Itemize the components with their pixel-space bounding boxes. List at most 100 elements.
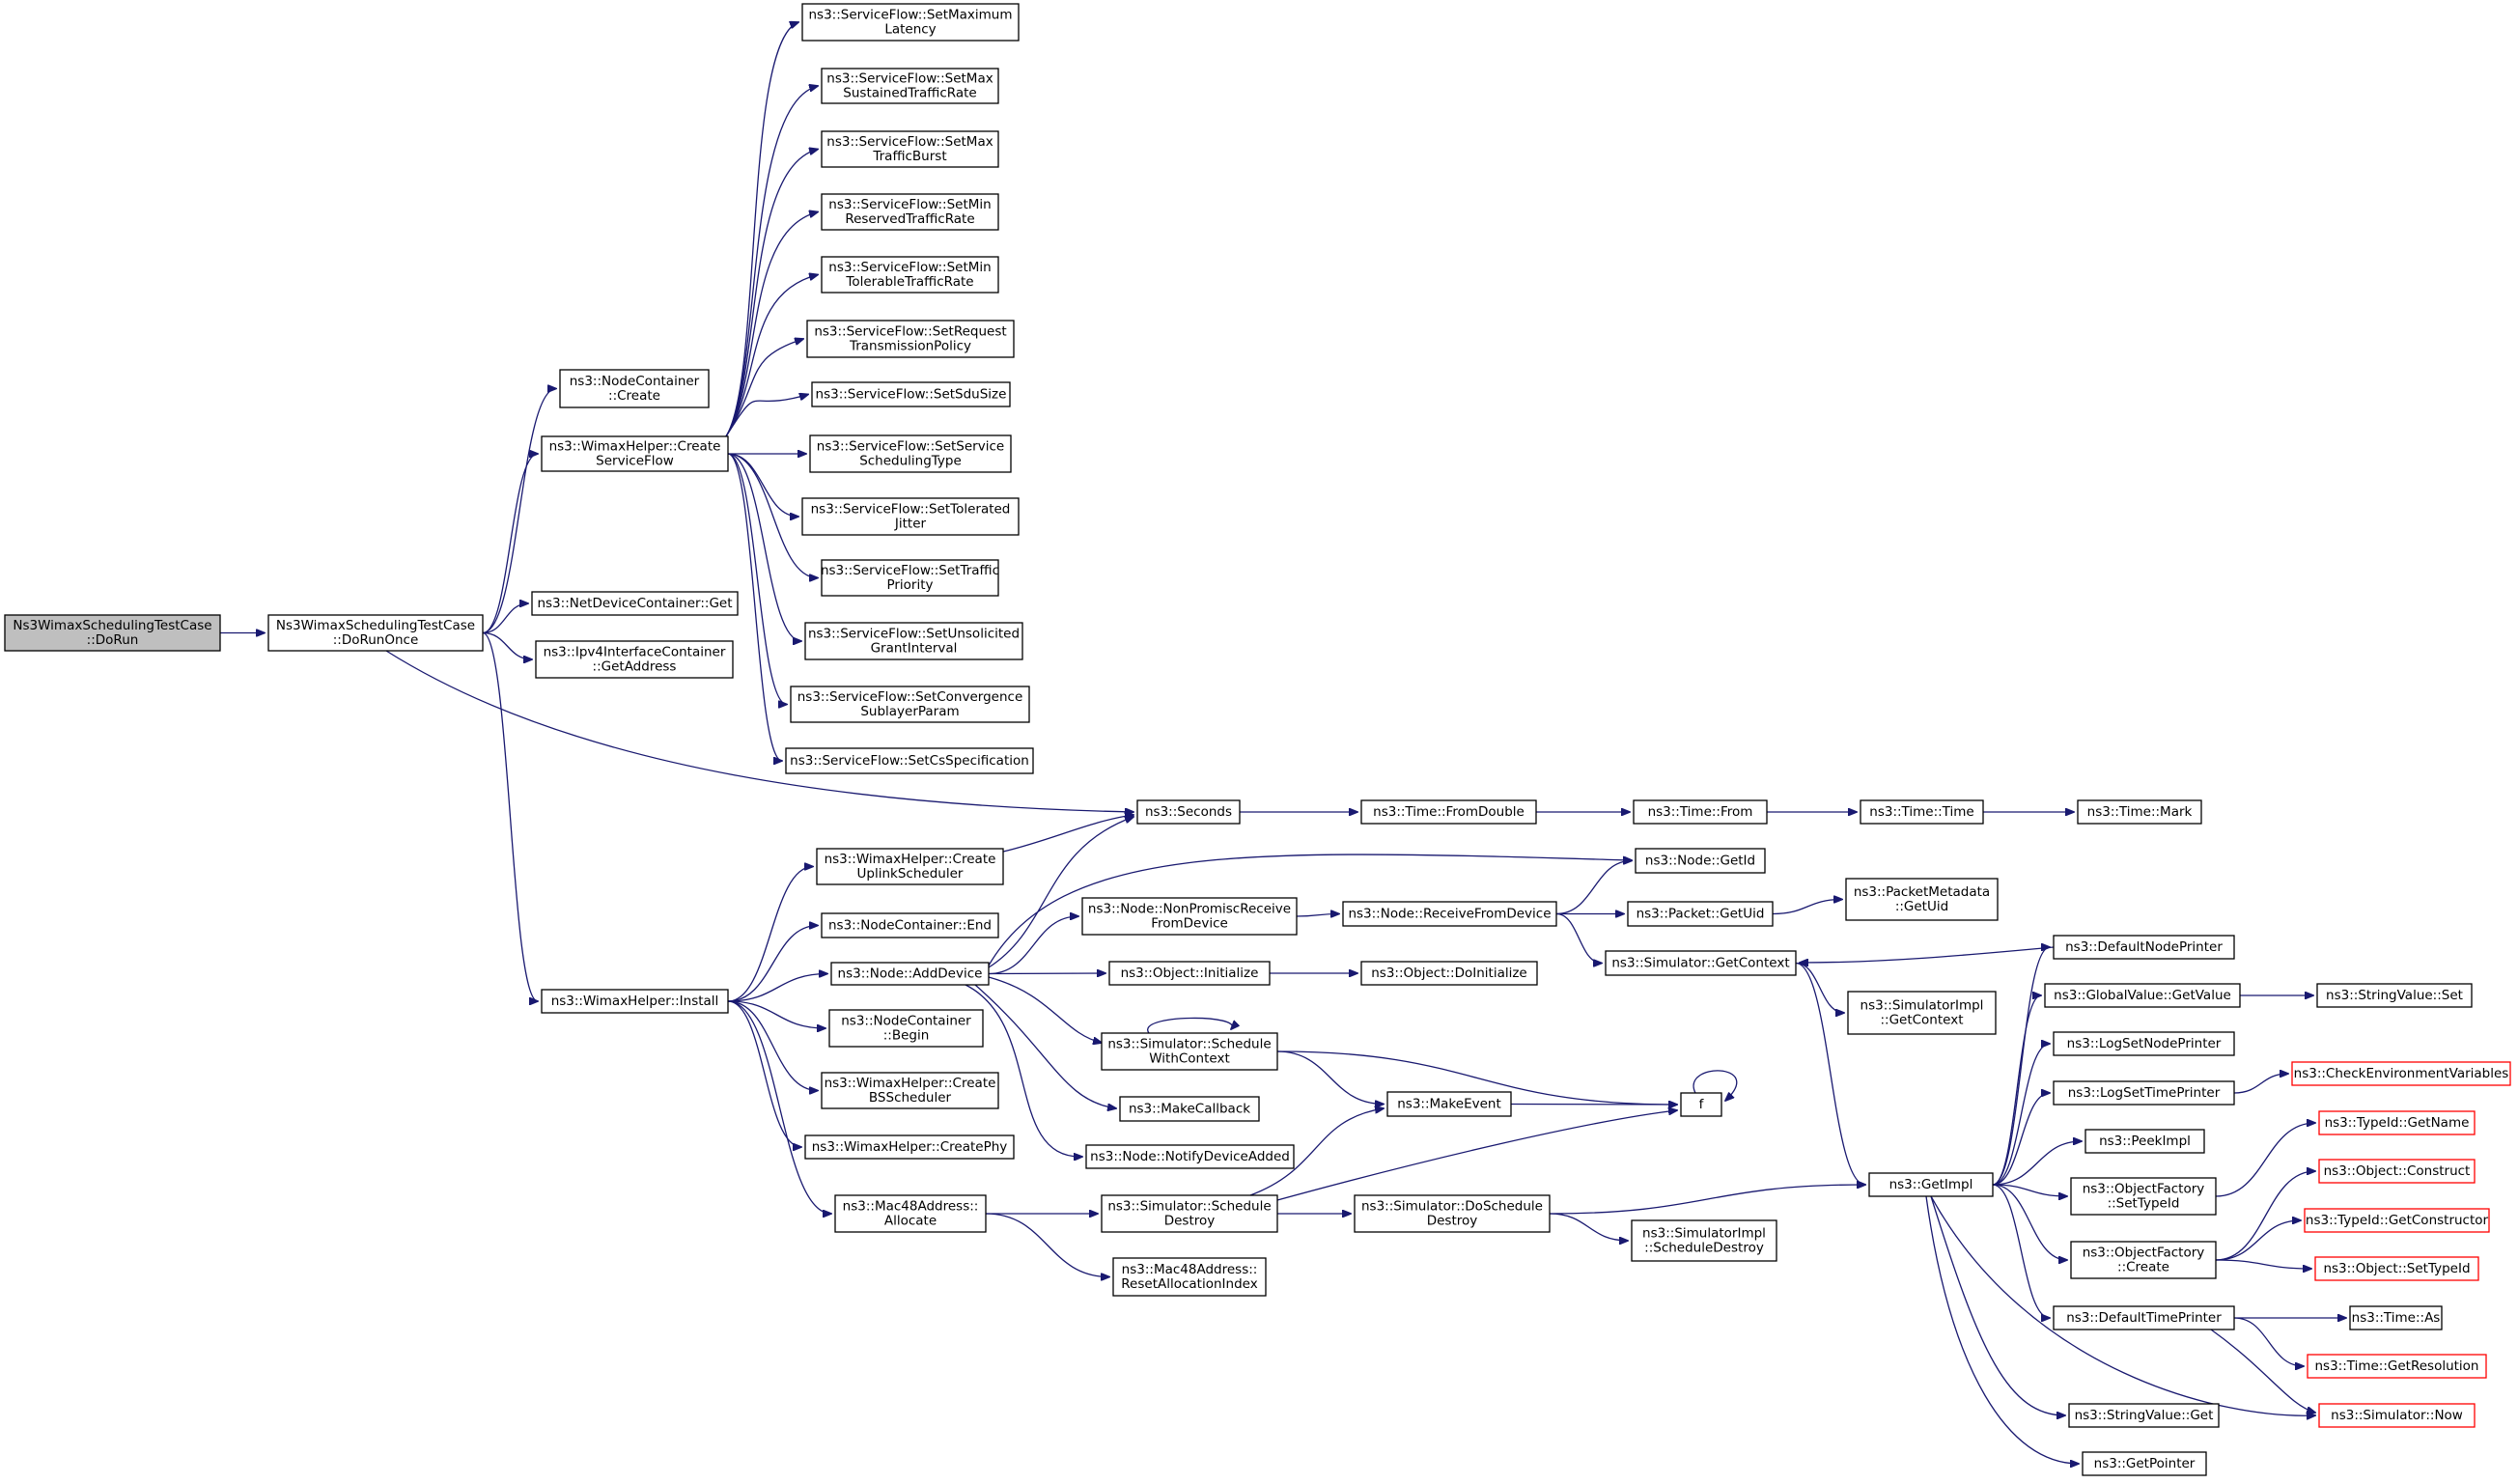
node-box-ipv4_getaddr[interactable]: [535, 640, 734, 679]
node-peekimpl[interactable]: ns3::PeekImpl: [2084, 1129, 2205, 1154]
node-box-getid[interactable]: [1635, 848, 1766, 874]
node-nc_begin[interactable]: ns3::NodeContainer::Begin: [828, 1009, 984, 1048]
node-logsettime[interactable]: ns3::LogSetTimePrinter: [2053, 1080, 2235, 1106]
node-box-sf_maxlat[interactable]: [801, 3, 1020, 42]
node-box-fromdouble[interactable]: [1360, 799, 1537, 825]
node-time_getres[interactable]: ns3::Time::GetResolution: [2307, 1354, 2487, 1379]
node-box-root[interactable]: [4, 614, 221, 652]
node-box-peekimpl[interactable]: [2084, 1129, 2205, 1154]
node-box-simimpl_schdestroy[interactable]: [1631, 1219, 1777, 1262]
node-box-ndc_get[interactable]: [531, 591, 739, 616]
node-of_create[interactable]: ns3::ObjectFactory::Create: [2070, 1241, 2217, 1279]
node-box-makeevent[interactable]: [1386, 1091, 1512, 1117]
node-time[interactable]: ns3::Time::Time: [1860, 799, 1984, 825]
node-root[interactable]: Ns3WimaxSchedulingTestCase::DoRun: [4, 614, 221, 652]
node-sf_conv[interactable]: ns3::ServiceFlow::SetConvergenceSublayer…: [790, 686, 1030, 723]
node-obj_settypeid[interactable]: ns3::Object::SetTypeId: [2314, 1256, 2479, 1281]
node-f[interactable]: f: [1680, 1092, 1722, 1117]
node-tid_getctor[interactable]: ns3::TypeId::GetConstructor: [2304, 1208, 2490, 1233]
node-box-defnodeprinter[interactable]: [2053, 935, 2235, 960]
node-box-sf_minres[interactable]: [821, 193, 999, 231]
node-sv_get[interactable]: ns3::StringValue::Get: [2068, 1403, 2220, 1428]
node-box-sf_reqtx[interactable]: [806, 320, 1015, 358]
node-obj_doinit[interactable]: ns3::Object::DoInitialize: [1360, 961, 1538, 986]
node-obj_init[interactable]: ns3::Object::Initialize: [1108, 961, 1271, 986]
node-sched_destroy[interactable]: ns3::Simulator::ScheduleDestroy: [1101, 1194, 1278, 1233]
node-box-obj_init[interactable]: [1108, 961, 1271, 986]
node-recvfromdev[interactable]: ns3::Node::ReceiveFromDevice: [1342, 901, 1557, 927]
node-box-obj_settypeid[interactable]: [2314, 1256, 2479, 1281]
node-box-pktmeta_getuid[interactable]: [1845, 878, 1999, 921]
node-box-tid_getctor[interactable]: [2304, 1208, 2490, 1233]
node-box-from[interactable]: [1633, 799, 1768, 825]
node-obj_construct[interactable]: ns3::Object::Construct: [2318, 1159, 2476, 1184]
node-box-logsetnode[interactable]: [2053, 1031, 2235, 1056]
node-seconds[interactable]: ns3::Seconds: [1136, 799, 1241, 825]
node-checkenv[interactable]: ns3::CheckEnvironmentVariables: [2291, 1061, 2511, 1086]
node-box-create_bs[interactable]: [821, 1072, 999, 1109]
node-box-time[interactable]: [1860, 799, 1984, 825]
node-box-mark[interactable]: [2077, 799, 2202, 825]
node-box-sf_conv[interactable]: [790, 686, 1030, 723]
node-box-deftimeprinter[interactable]: [2053, 1305, 2235, 1330]
node-box-tid_getname[interactable]: [2318, 1110, 2476, 1135]
node-sim_getctx[interactable]: ns3::Simulator::GetContext: [1605, 950, 1797, 976]
node-logsetnode[interactable]: ns3::LogSetNodePrinter: [2053, 1031, 2235, 1056]
node-mark[interactable]: ns3::Time::Mark: [2077, 799, 2202, 825]
node-box-adddevice[interactable]: [830, 962, 990, 986]
node-createphy[interactable]: ns3::WimaxHelper::CreatePhy: [804, 1134, 1015, 1160]
node-sf_maxsus[interactable]: ns3::ServiceFlow::SetMaxSustainedTraffic…: [821, 68, 999, 104]
node-box-sf_prio[interactable]: [821, 559, 999, 597]
node-box-sf_mintol[interactable]: [821, 256, 999, 294]
node-notifydev[interactable]: ns3::Node::NotifyDeviceAdded: [1085, 1144, 1295, 1169]
node-box-sf_maxburst[interactable]: [821, 130, 999, 168]
node-box-dosched_destroy[interactable]: [1354, 1194, 1551, 1233]
node-box-checkenv[interactable]: [2291, 1061, 2511, 1086]
node-box-makecallback[interactable]: [1119, 1096, 1260, 1122]
node-box-of_create[interactable]: [2070, 1241, 2217, 1279]
node-mac_alloc[interactable]: ns3::Mac48Address::Allocate: [834, 1194, 987, 1233]
node-box-pkt_getuid[interactable]: [1627, 901, 1774, 927]
node-sf_reqtx[interactable]: ns3::ServiceFlow::SetRequestTransmission…: [806, 320, 1015, 358]
node-box-sim_now[interactable]: [2318, 1403, 2476, 1428]
node-time_as[interactable]: ns3::Time::As: [2349, 1305, 2443, 1330]
node-pkt_getuid[interactable]: ns3::Packet::GetUid: [1627, 901, 1774, 927]
node-box-sf_sdu[interactable]: [811, 381, 1011, 407]
node-box-nonpromisc[interactable]: [1081, 897, 1298, 936]
node-box-sv_set[interactable]: [2316, 983, 2473, 1008]
node-box-of_settypeid[interactable]: [2070, 1177, 2217, 1216]
node-box-sf_maxsus[interactable]: [821, 68, 999, 104]
node-getid[interactable]: ns3::Node::GetId: [1635, 848, 1766, 874]
node-dorunonce[interactable]: Ns3WimaxSchedulingTestCase::DoRunOnce: [267, 614, 484, 652]
node-install[interactable]: ns3::WimaxHelper::Install: [541, 989, 729, 1014]
node-sv_set[interactable]: ns3::StringValue::Set: [2316, 983, 2473, 1008]
node-box-install[interactable]: [541, 989, 729, 1014]
node-sf_cs[interactable]: ns3::ServiceFlow::SetCsSpecification: [785, 747, 1034, 774]
node-box-gv_getvalue[interactable]: [2044, 983, 2241, 1008]
node-box-mac_alloc[interactable]: [834, 1194, 987, 1233]
node-fromdouble[interactable]: ns3::Time::FromDouble: [1360, 799, 1537, 825]
node-box-dorunonce[interactable]: [267, 614, 484, 652]
node-box-recvfromdev[interactable]: [1342, 901, 1557, 927]
node-box-simimpl_getctx[interactable]: [1847, 991, 1997, 1035]
node-sf_grant[interactable]: ns3::ServiceFlow::SetUnsolicitedGrantInt…: [804, 622, 1023, 660]
node-box-time_as[interactable]: [2349, 1305, 2443, 1330]
node-box-time_getres[interactable]: [2307, 1354, 2487, 1379]
node-box-logsettime[interactable]: [2053, 1080, 2235, 1106]
node-box-obj_doinit[interactable]: [1360, 961, 1538, 986]
node-tid_getname[interactable]: ns3::TypeId::GetName: [2318, 1110, 2476, 1135]
node-box-sv_get[interactable]: [2068, 1403, 2220, 1428]
node-makeevent[interactable]: ns3::MakeEvent: [1386, 1091, 1512, 1117]
node-box-sf_cs[interactable]: [785, 747, 1034, 774]
node-pktmeta_getuid[interactable]: ns3::PacketMetadata::GetUid: [1845, 878, 1999, 921]
node-sf_sched[interactable]: ns3::ServiceFlow::SetServiceSchedulingTy…: [809, 434, 1012, 473]
node-ipv4_getaddr[interactable]: ns3::Ipv4InterfaceContainer::GetAddress: [535, 640, 734, 679]
node-getpointer[interactable]: ns3::GetPointer: [2082, 1451, 2207, 1476]
node-deftimeprinter[interactable]: ns3::DefaultTimePrinter: [2053, 1305, 2235, 1330]
